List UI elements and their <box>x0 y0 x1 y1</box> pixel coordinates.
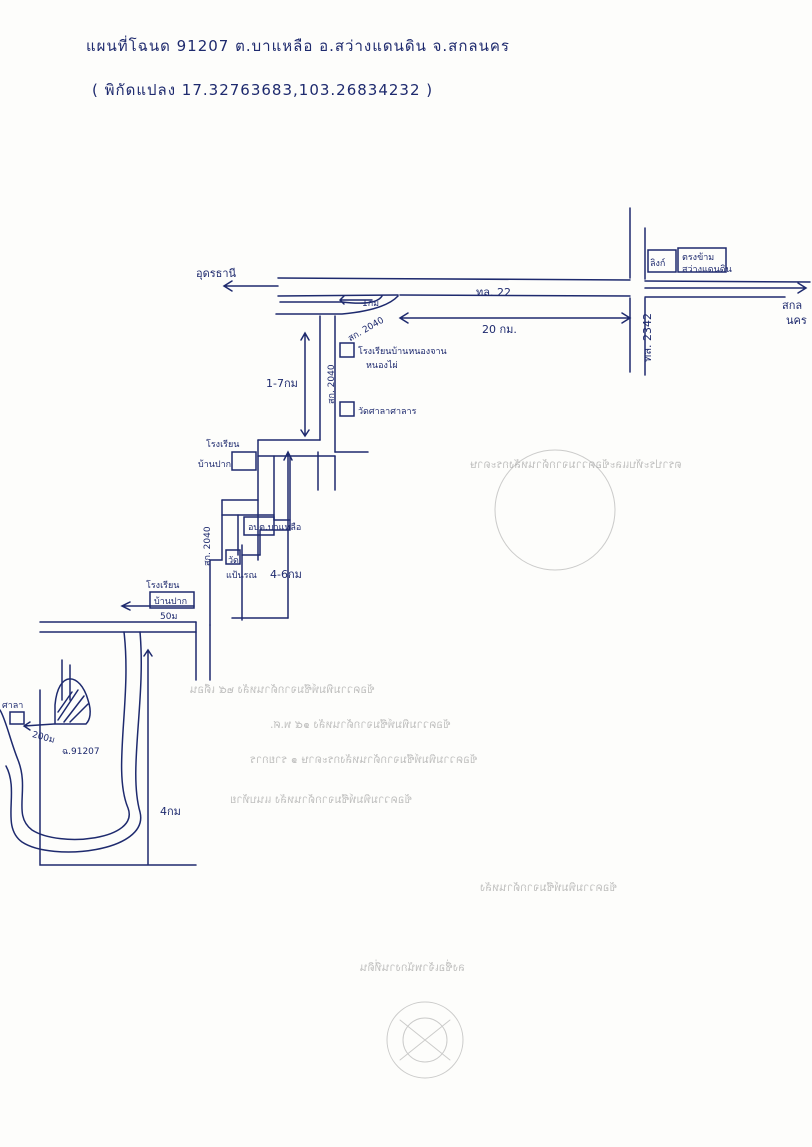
bleed-text-1: ตราประทับและข้อความจากด้านหลังกระดาษ <box>470 458 682 471</box>
label-sakon-2: นคร <box>786 314 807 327</box>
road-2040-h1 <box>257 439 369 457</box>
label-road-sk-mid: สก. 2040 <box>327 364 337 404</box>
boundary-line <box>39 689 197 866</box>
label-office-2: ตรงข้าม <box>682 253 715 263</box>
highway-22-north-edge <box>277 277 811 283</box>
seal-ring <box>386 1001 464 1079</box>
measure-50m <box>120 601 195 611</box>
label-4-6km: 4-6กม <box>270 568 302 581</box>
measure-1-7km <box>300 331 310 438</box>
label-highway-22: ทล. 22 <box>476 286 511 299</box>
label-school-2b: บ้านปาก <box>198 460 232 470</box>
bleed-text-3: ข้อความพิมพ์ซึมจากด้านหลัง ๑๕ พ.ศ. <box>270 718 451 731</box>
school-3-box <box>149 591 195 609</box>
bleed-text-4: ข้อความพิมพ์ซึมจากด้านหลังกระดาษ ๑ รายกา… <box>250 753 478 766</box>
measure-4-6km <box>283 450 293 619</box>
highway-22-middle <box>399 294 631 297</box>
side-road-east-2 <box>259 455 291 556</box>
label-highway-2342: ทล. 2342 <box>641 313 654 362</box>
sala-box <box>9 711 25 725</box>
stamp-oval <box>494 449 616 571</box>
measure-20km <box>398 312 632 324</box>
label-sakon-1: สกล <box>782 299 803 312</box>
road-2040-v3-e <box>237 514 243 621</box>
obt-box <box>243 516 275 536</box>
label-temple-1: วัดศาลาศาลาร <box>358 407 417 417</box>
road-2040-v3-w <box>209 499 223 626</box>
label-school-1b: หนองไผ่ <box>366 361 398 371</box>
road-2040-curve <box>275 295 399 315</box>
label-small-distance: 1กม <box>362 299 380 309</box>
temple-2-box <box>225 549 241 565</box>
label-office-3: สว่างแดนดิน <box>682 265 732 275</box>
measure-4km <box>143 648 153 865</box>
label-road-sk-low: สก. 2040 <box>203 526 213 566</box>
label-school-1: โรงเรียนบ้านหนองจาน <box>358 347 447 357</box>
header-line-2: ( พิกัดแปลง 17.32763683,103.26834232 ) <box>92 81 434 99</box>
canal-outer <box>0 631 130 841</box>
label-udon: อุดรธานี <box>196 267 237 280</box>
label-temple-2b: แป้นรณ <box>226 571 257 581</box>
label-20km: 20 กม. <box>482 323 517 336</box>
header-line-1: แผนที่โฉนด 91207 ต.บาแหลือ อ.สว่างแดนดิน… <box>86 37 510 55</box>
label-office-1: ลิงก์ <box>650 259 666 269</box>
school-2-box <box>231 451 257 471</box>
bleed-text-2: ข้อความพิมพ์ซึมจากด้านหลัง ๒๕ เดือน <box>190 683 375 696</box>
temple-1-box <box>339 401 355 417</box>
school-1-box <box>339 342 355 358</box>
bleed-text-6: ข้อความพิมพ์ซึมจากด้านหลัง <box>480 881 618 894</box>
label-sala: ศาลา <box>2 701 24 711</box>
measure-200m <box>22 721 55 731</box>
parcel-hatch <box>57 689 89 723</box>
side-road-east-1 <box>317 451 336 491</box>
bleed-text-5: ข้อความพิมพ์ซึมจากด้านหลัง แนบท้าย <box>230 793 413 806</box>
seal-detail <box>399 1019 451 1061</box>
label-temple-2: วัด <box>228 556 239 566</box>
label-school-3b: บ้านปาก <box>154 597 188 607</box>
highway-22-south-edge <box>277 294 786 298</box>
measure-small <box>338 295 373 305</box>
seal-inner <box>402 1017 448 1063</box>
label-50m: 50ม <box>160 612 178 622</box>
label-1-7km: 1-7กม <box>266 377 298 390</box>
label-4km: 4กม <box>160 805 181 818</box>
district-office-box <box>647 249 677 273</box>
bleed-text-7: ลงชื่อเจ้าพนักงานที่ดิน <box>360 961 465 974</box>
arrow-right <box>644 282 808 294</box>
label-parcel: ฉ.91207 <box>62 747 100 757</box>
canal-inner <box>5 631 143 853</box>
label-school-3: โรงเรียน <box>146 581 180 591</box>
parcel-stem <box>61 659 71 701</box>
district-office-box-2 <box>677 247 727 273</box>
label-school-2: โรงเรียน <box>206 440 240 450</box>
label-obt: อบต.บาแหลือ <box>248 523 302 533</box>
arrow-left <box>222 280 279 292</box>
